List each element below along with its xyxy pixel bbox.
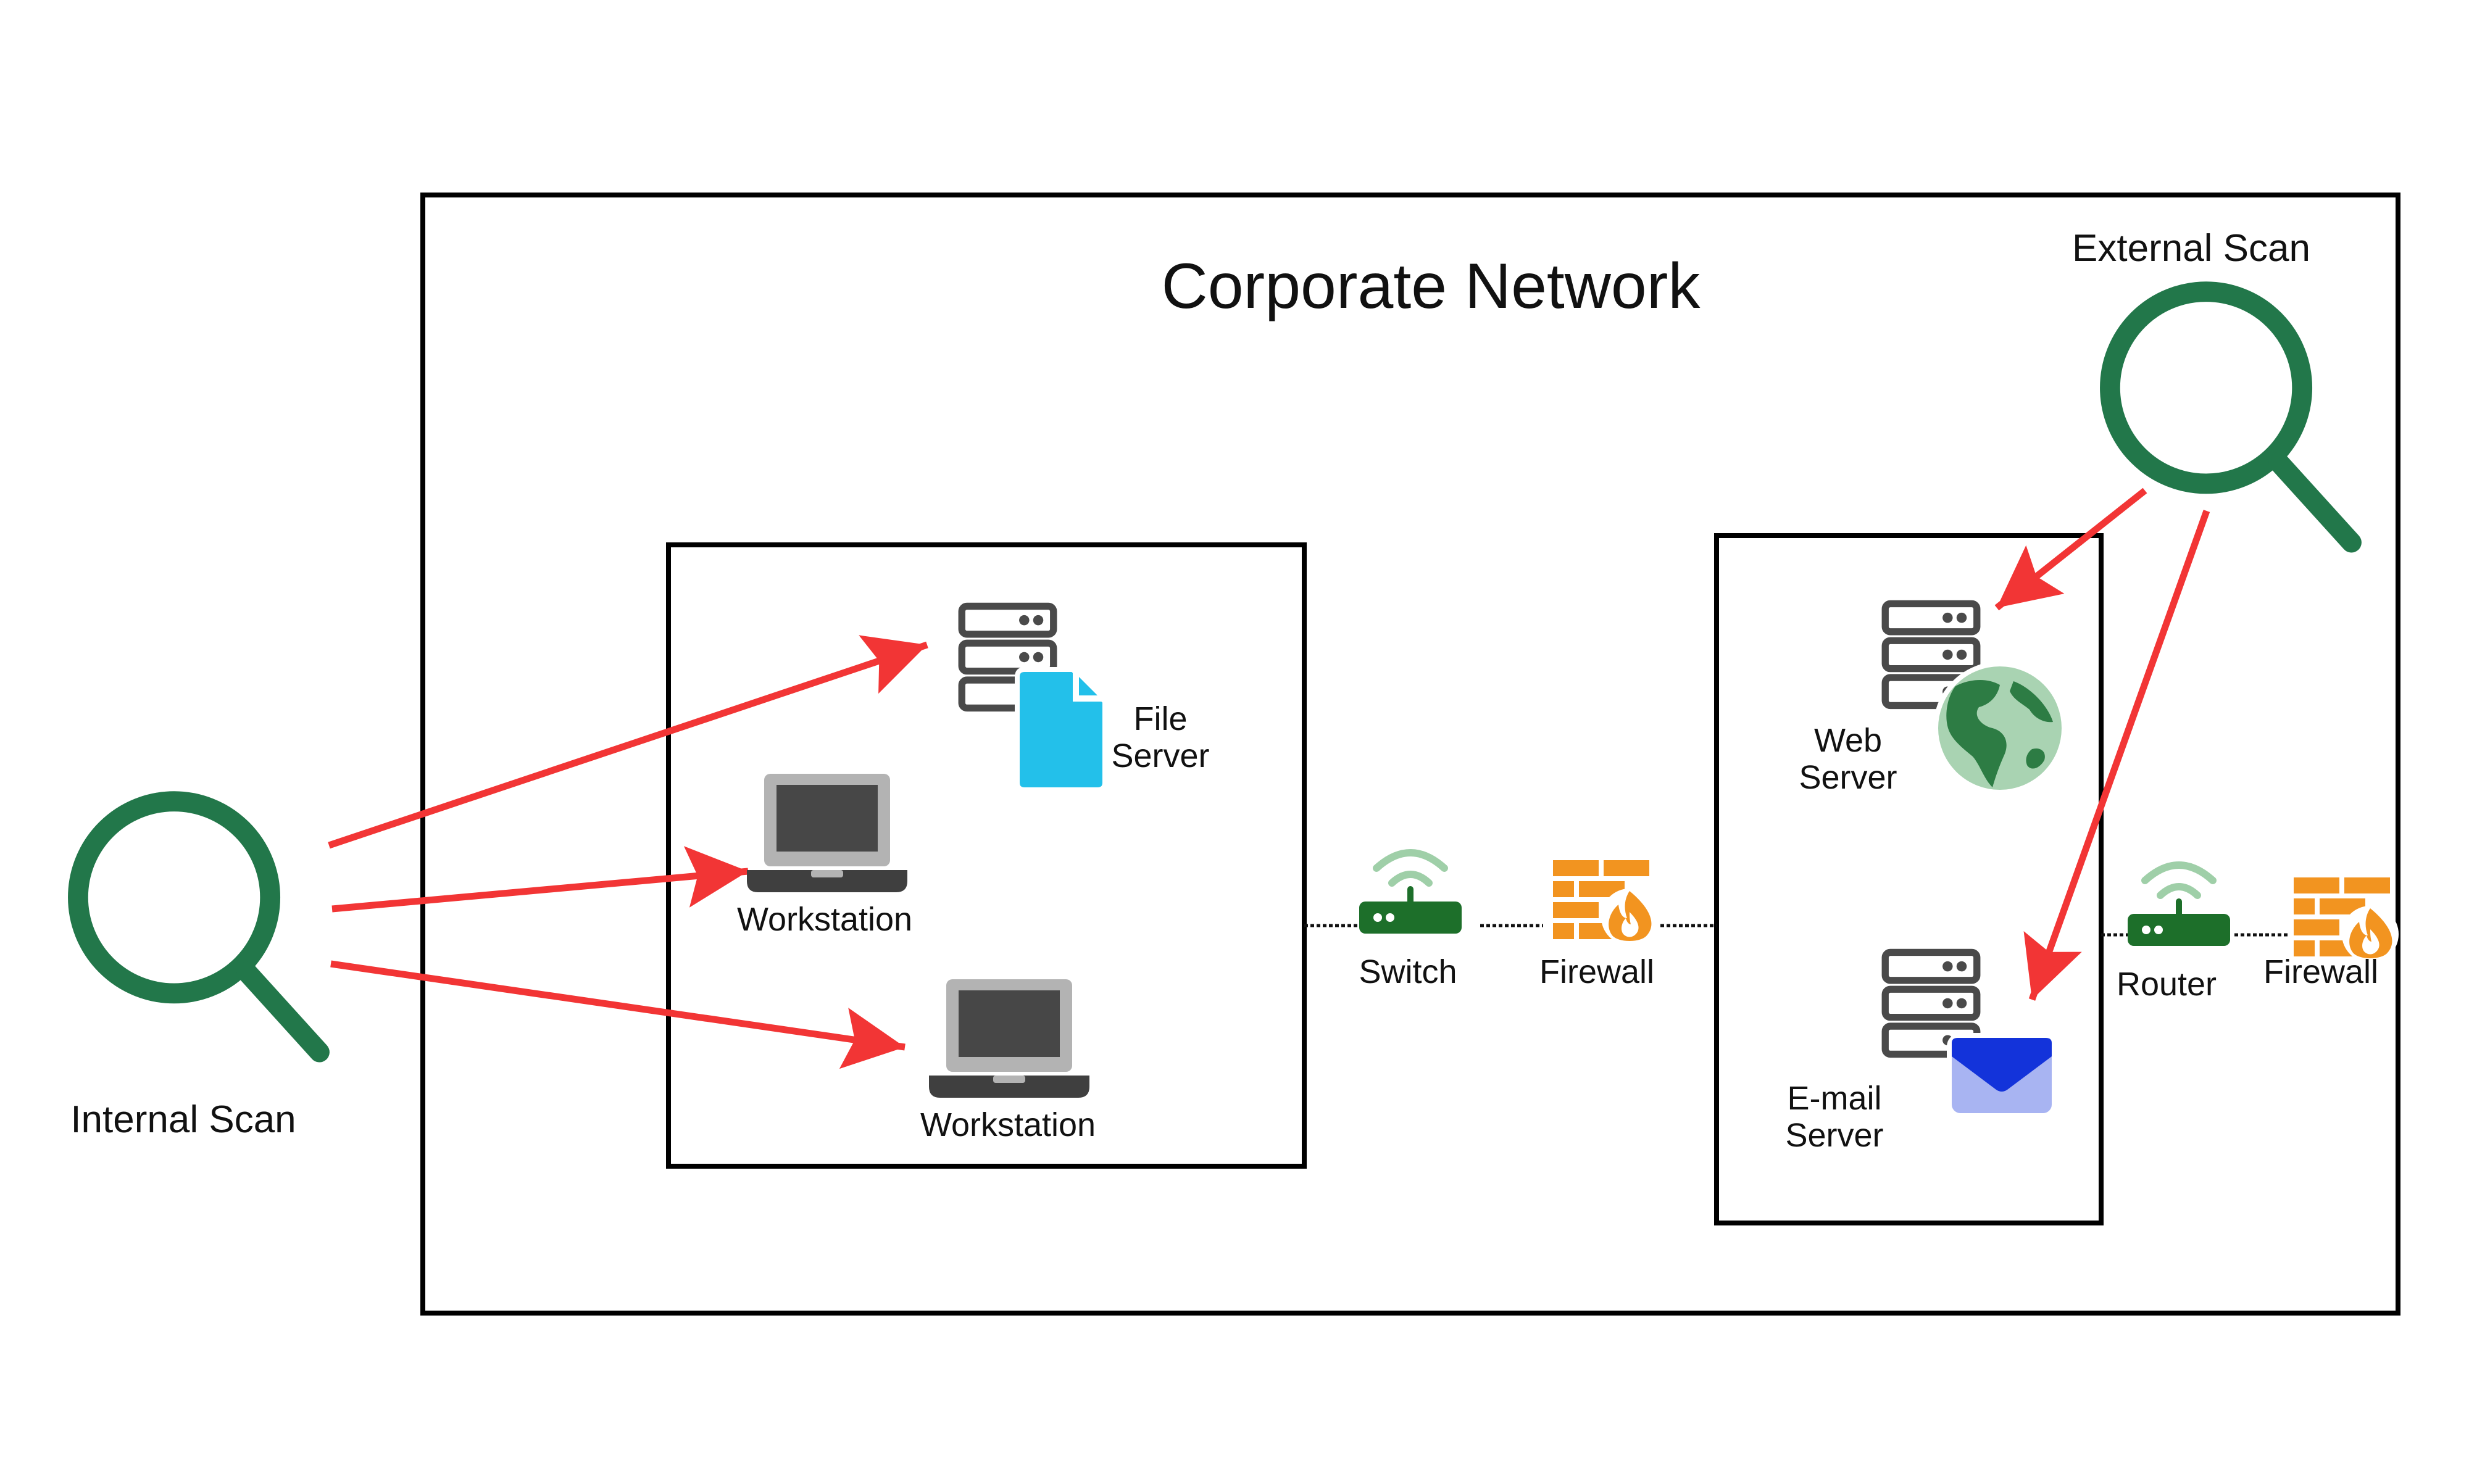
internal-zone-box bbox=[666, 542, 1307, 1169]
web-server-label: Web Server bbox=[1799, 722, 1897, 797]
file-server-label-line1: File bbox=[1133, 700, 1188, 737]
firewall-edge-icon[interactable] bbox=[2294, 877, 2399, 963]
internal-scan-label: Internal Scan bbox=[70, 1098, 296, 1141]
workstation-1-label: Workstation bbox=[736, 901, 913, 938]
email-server-label-line1: E-mail bbox=[1787, 1080, 1882, 1117]
workstation-1-laptop-icon[interactable] bbox=[747, 774, 907, 892]
arrow-to-workstation-1 bbox=[331, 846, 749, 913]
firewall-label: Firewall bbox=[1539, 953, 1655, 990]
scan-arrows bbox=[328, 487, 2210, 1069]
firewall-icon[interactable] bbox=[1553, 860, 1658, 945]
document-icon bbox=[1015, 667, 1107, 792]
external-scan-label: External Scan bbox=[2072, 227, 2310, 270]
workstation-2-label: Workstation bbox=[920, 1106, 1096, 1143]
arrow-to-email-server bbox=[2023, 510, 2210, 1001]
switch-label: Switch bbox=[1359, 953, 1457, 990]
corporate-network-boundary bbox=[420, 193, 2400, 1316]
dmz-zone-box bbox=[1714, 533, 2104, 1225]
firewall-edge-label: Firewall bbox=[2263, 953, 2379, 990]
email-server-label-line2: Server bbox=[1785, 1117, 1884, 1154]
file-server-label-line2: Server bbox=[1111, 737, 1210, 775]
router-icon[interactable] bbox=[2128, 865, 2230, 946]
web-server-device[interactable] bbox=[1885, 603, 2067, 795]
file-server-device[interactable] bbox=[962, 606, 1107, 792]
email-server-label: E-mail Server bbox=[1785, 1080, 1883, 1154]
page-title: Corporate Network bbox=[1161, 251, 1701, 322]
external-scan-icon bbox=[2110, 292, 2351, 542]
globe-icon bbox=[1933, 661, 2067, 795]
workstation-2-laptop-icon[interactable] bbox=[929, 979, 1089, 1098]
arrow-to-web-server bbox=[1994, 487, 2147, 611]
email-server-device[interactable] bbox=[1885, 952, 2057, 1118]
web-server-label-line1: Web bbox=[1813, 722, 1883, 759]
router-label: Router bbox=[2116, 966, 2217, 1003]
internal-scan-icon bbox=[78, 802, 319, 1052]
file-server-label: File Server bbox=[1111, 700, 1209, 775]
arrow-to-file-server bbox=[328, 635, 928, 849]
arrow-to-workstation-2 bbox=[330, 960, 906, 1069]
network-links bbox=[1304, 924, 2289, 937]
web-server-label-line2: Server bbox=[1799, 759, 1897, 797]
switch-icon[interactable] bbox=[1359, 853, 1462, 934]
envelope-icon bbox=[1947, 1033, 2057, 1118]
